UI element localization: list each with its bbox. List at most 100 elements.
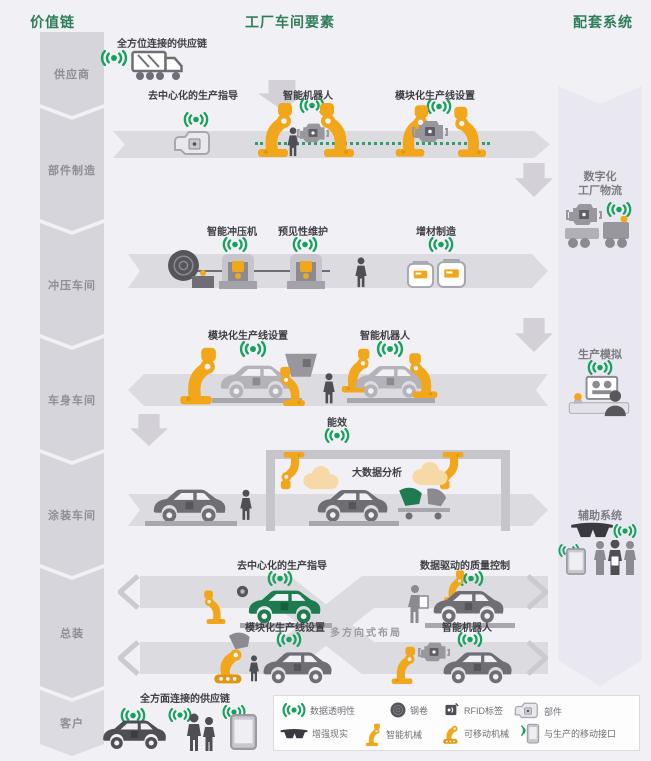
car-platform [425,623,515,628]
rfid-icon [444,702,460,718]
stamping-smart-press-label: 智能冲压机 [207,227,257,238]
engine-icon [412,118,448,144]
column-title-support: 配套系统 [573,14,633,30]
paint-energy-label: 能效 [327,418,347,429]
ar-glasses-icon [570,522,614,539]
car-platform [145,521,237,526]
chevron-paint-shop: 涂装车间 [40,453,104,576]
flow-arrow-down-icon [515,163,553,197]
column-title-factory: 工厂车间要素 [245,14,335,30]
stamping-press-icon [219,251,257,289]
assembly-modular-line-label: 模块化生产线设置 [245,623,325,634]
robot-arm-icon [174,343,218,405]
customers-icon [184,712,218,752]
worker-icon [354,257,368,288]
worker-icon [239,488,253,522]
chevron-assembly: 总装 [40,568,104,698]
hood-part-icon [226,628,254,653]
legend-item: 可移动机械 [442,720,509,746]
wifi-icon [222,237,248,252]
wifi-icon [282,703,306,717]
legend-item: 增强现实 [280,727,348,740]
worker-icon [286,127,300,157]
wifi-icon [426,99,452,114]
workers-group-icon [592,540,638,576]
stamping-predictive-label: 预见性维护 [278,227,328,238]
ar-glasses-icon [280,728,308,740]
assembly-quality-label: 数据驱动的质量控制 [420,561,510,572]
wifi-icon [613,524,637,538]
simulation-console-icon [566,374,632,420]
tablet-icon [566,548,586,575]
paint-big-data-label: 大数据分析 [352,468,402,479]
legend-item: 钢卷 [390,702,428,718]
parts-hopper-icon [282,352,320,382]
parts-cart-icon [398,508,450,520]
car-platform [309,521,399,526]
worker-icon [322,372,336,405]
legend-item: RFID标签 [444,702,503,718]
support-assist-label: 辅助系统 [578,510,622,522]
robot-arm-icon [386,644,418,684]
wifi-icon [292,237,318,252]
robot-arm-icon [318,99,360,157]
chevron-stamping: 冲压车间 [40,223,104,346]
painted-shell-icon [422,484,449,510]
painted-shell-icon [396,482,425,509]
car-icon [428,586,508,626]
chevron-parts: 部件制造 [40,108,104,231]
car-icon [438,648,516,686]
wifi-icon [324,428,350,443]
legend-item: 数据透明性 [282,703,355,717]
mobile-interface-icon [520,720,540,746]
engine-icon [418,640,450,663]
customer-supply-chain-label: 全方面连接的供应链 [140,694,230,705]
body-smart-robot-label: 智能机器人 [360,331,410,342]
parts-smart-robot-label: 智能机器人 [283,91,333,102]
car-body-icon [215,362,297,400]
engine-icon [566,201,602,227]
mobile-robot-icon [442,720,460,746]
legend-box: 数据透明性 钢卷 RFID标签 部件 增强现实 智能机械 可移动机械 与生产的 [273,695,640,751]
wheel-part-icon [236,585,249,598]
supplier-supply-chain-label: 全方位连接的供应链 [117,39,207,50]
assembly-decentralized-label: 去中心化的生产指导 [237,561,327,572]
3d-printer-icon [407,261,434,288]
coil-icon [390,702,406,718]
wifi-icon [276,632,302,647]
mobile-robot-icon [212,638,246,688]
paint-robot-arm-icon [272,452,316,492]
robot-arm-icon [403,350,447,398]
wifi-icon [239,341,267,357]
agv-cart-icon [563,216,637,250]
support-logistics-label: 数字化 工厂物流 [578,171,622,197]
inspector-icon [405,584,429,626]
customer-car-icon [98,716,170,752]
legend-item: 与生产的移动接口 [520,720,616,746]
chevron-body-shop: 车身车间 [40,338,104,461]
legend-item: 部件 [514,702,562,720]
robot-arm-icon [252,99,294,157]
wifi-icon [168,708,192,722]
worker-icon [248,652,260,685]
data-link-dotted-line [255,142,490,145]
robot-arm-icon [276,364,312,406]
body-modular-line-label: 模块化生产线设置 [208,331,288,342]
parts-modular-line-label: 模块化生产线设置 [395,91,475,102]
wifi-icon [267,571,293,586]
steel-strip-line [188,270,330,272]
car-icon [312,486,392,524]
flow-arrow-down-icon [130,414,168,446]
flow-arrow-down-icon [515,318,553,352]
legend-item: 智能机械 [362,722,422,746]
stamping-additive-label: 增材制造 [416,227,456,238]
column-title-value-chain: 价值链 [30,14,75,30]
wifi-icon [376,341,404,357]
car-platform [240,623,332,628]
parts-decentralized-label: 去中心化的生产指导 [148,91,238,102]
truck-icon [130,48,186,82]
spray-cloud-icon [299,466,341,490]
green-car-icon [243,586,325,626]
robot-arm-icon [200,588,232,624]
